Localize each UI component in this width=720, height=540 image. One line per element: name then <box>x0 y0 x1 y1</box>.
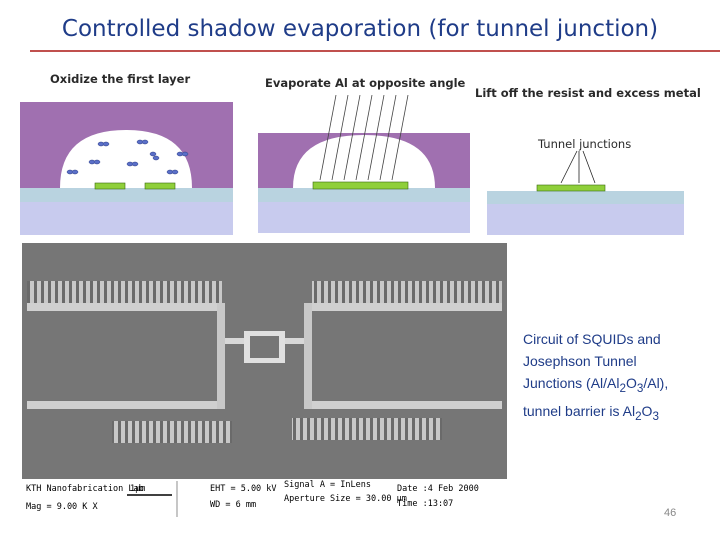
squid-circuit-image <box>22 243 507 517</box>
caption-line-1: Circuit of SQUIDs and <box>523 331 661 347</box>
slide-title: Controlled shadow evaporation (for tunne… <box>61 16 659 42</box>
sem-signal: Signal A = InLens <box>284 480 371 490</box>
sem-date: Date :4 Feb 2000 <box>397 484 479 494</box>
page-number: 46 <box>664 507 677 519</box>
oxygen-molecules-icon <box>66 139 189 175</box>
evaporation-arrows-icon <box>319 95 409 181</box>
panel-label-evaporate: Evaporate Al at opposite angle <box>265 76 466 90</box>
sem-eht: EHT = 5.00 kV <box>210 484 277 494</box>
tunnel-junctions-label: Tunnel junctions <box>538 137 632 151</box>
caption-line-4: tunnel barrier is Al2O3 <box>523 402 659 423</box>
evaporate-diagram <box>258 95 470 233</box>
junction-pointer-arrows-icon <box>560 150 596 184</box>
sem-working-distance: WD = 6 mm <box>210 500 256 510</box>
sem-lab-name: KTH Nanofabrication Lab <box>26 484 144 494</box>
sem-scale-bar-label: 1μm <box>130 484 145 494</box>
title-underline <box>30 50 720 52</box>
panel-label-liftoff: Lift off the resist and excess metal <box>475 86 701 100</box>
sem-time: Time :13:07 <box>397 499 453 509</box>
sem-magnification: Mag = 9.00 K X <box>26 502 99 512</box>
sem-micrograph: KTH Nanofabrication Lab 1μm Mag = 9.00 K… <box>22 243 507 517</box>
caption-line-3: Junctions (Al/Al2O3/Al), <box>523 375 669 395</box>
figure-caption: Circuit of SQUIDs and Josephson Tunnel J… <box>523 328 703 428</box>
caption-line-2: Josephson Tunnel <box>523 353 637 369</box>
oxidize-diagram <box>20 102 233 235</box>
liftoff-diagram <box>487 133 684 235</box>
panel-label-oxidize: Oxidize the first layer <box>50 72 191 86</box>
sem-aperture: Aperture Size = 30.00 μm <box>284 494 407 504</box>
